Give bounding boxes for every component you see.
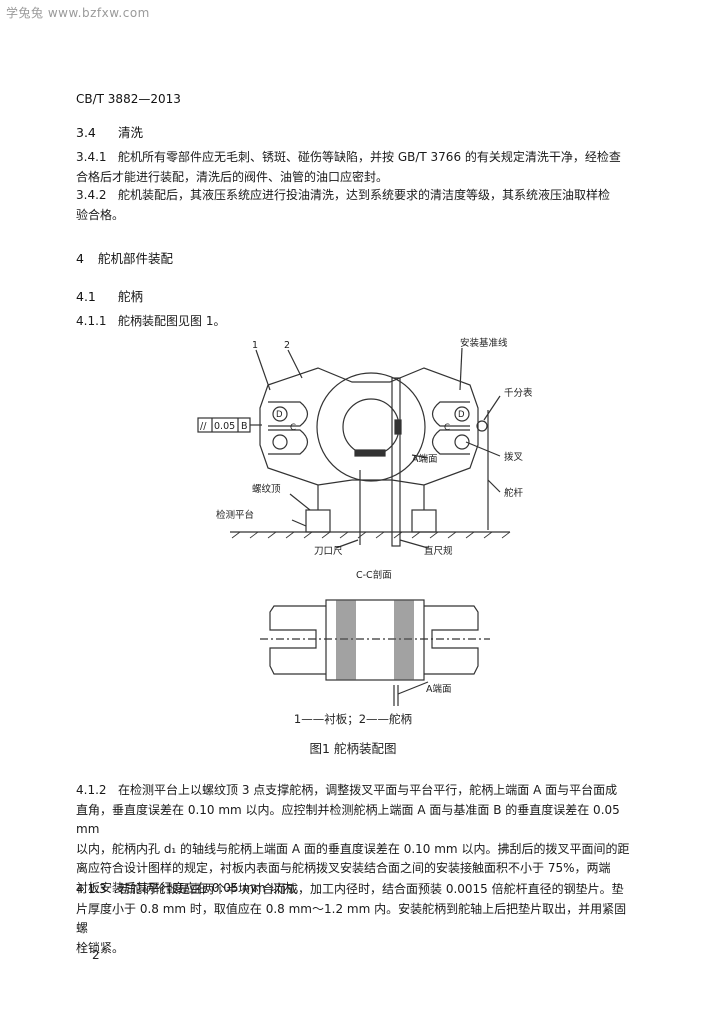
left-fork-lower [268, 429, 309, 455]
keyway-right [394, 419, 402, 435]
knife-edge-label: 刀口尺 [314, 546, 343, 557]
section-hub [325, 599, 425, 681]
section-right-fork [424, 605, 479, 675]
test-platform-label: 检测平台 [216, 509, 254, 521]
fork-label: 拨叉 [504, 451, 524, 463]
figure-legend: 1——衬板；2——舵柄 [293, 712, 413, 726]
dial-gauge-label: 千分表 [504, 387, 533, 399]
section-title: C-C剖面 [356, 569, 392, 581]
ground-hatch [231, 531, 511, 539]
right-pin-lower [454, 434, 470, 450]
tolerance-datum: B [241, 421, 248, 432]
mark-c-left: C [290, 423, 296, 433]
screw-jack-right [411, 509, 437, 533]
screw-jack-left [305, 509, 331, 533]
screw-jack-label: 螺纹顶 [252, 483, 281, 495]
section-hatching [336, 600, 414, 680]
dial-gauge [476, 420, 488, 432]
mark-d-left: D [276, 410, 283, 420]
right-fork-upper [431, 401, 470, 427]
a-end-face-label: A端面 [412, 453, 438, 465]
keyway-bottom [354, 449, 386, 457]
right-fork-lower [431, 429, 470, 455]
tiller-outline [259, 367, 479, 486]
install-line-label: 安装基准线 [460, 337, 508, 349]
right-pin-upper [454, 406, 470, 422]
rudder-stock-label: 舵杆 [504, 487, 524, 499]
square-ruler [391, 377, 401, 547]
figure-caption: 图1 舵柄装配图 [309, 741, 397, 756]
tolerance-value: 0.05 [214, 421, 235, 432]
square-ruler-label: 直尺规 [424, 545, 453, 557]
page-number: 2 [92, 948, 100, 962]
label-1: 1 [252, 340, 258, 351]
rudder-tiller-assembly-figure: 1 2 安装基准线 千分表 拨叉 舵杆 螺纹顶 检测平台 刀口尺 直尺规 A端面… [197, 337, 533, 706]
section-a-label: A端面 [426, 683, 452, 695]
section-left-fork [269, 605, 326, 675]
standard-header: CB/T 3882—2013 [76, 92, 181, 106]
left-fork-upper [268, 401, 309, 427]
left-pin-lower [272, 434, 288, 450]
watermark: 学兔兔 www.bzfxw.com [6, 6, 150, 20]
label-2: 2 [284, 340, 290, 351]
hub-bore [342, 398, 400, 456]
left-pin-upper [272, 406, 288, 422]
mark-c-right: C [444, 423, 450, 433]
mark-d-right: D [458, 410, 465, 420]
hub-outer [316, 372, 426, 482]
tolerance-symbol: // [200, 421, 207, 432]
